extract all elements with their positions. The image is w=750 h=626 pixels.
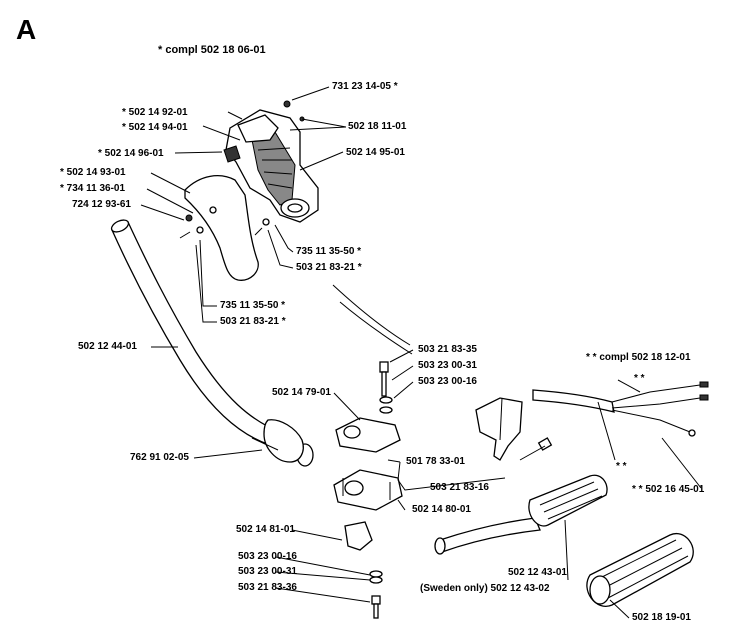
handle-clip [475,397,553,461]
label-star-star-mid: * * [616,461,627,472]
leader-lines [140,86,702,619]
label-502-14-92-01: * 502 14 92-01 [122,107,188,118]
assembly-note: * compl 502 18 06-01 [158,44,266,56]
label-735-11-35-50-b: 735 11 35-50 * [220,300,286,311]
label-502-16-45-01: * * 502 16 45-01 [632,484,705,495]
label-503-21-83-35: 503 21 83-35 [418,344,477,355]
label-502-18-11-01: 502 18 11-01 [348,121,407,132]
cable-tube [532,381,709,437]
bolt-center [379,361,393,414]
label-502-14-94-01: * 502 14 94-01 [122,122,188,133]
label-762-91-02-05: 762 91 02-05 [130,452,189,463]
label-502-18-12-01: * * compl 502 18 12-01 [586,352,691,363]
throttle-handle-housing [179,100,319,281]
label-731-23-14-05: 731 23 14-05 * [332,81,398,92]
label-734-11-36-01: * 734 11 36-01 [60,183,126,194]
clamp-halves [333,417,403,511]
label-502-14-80-01: 502 14 80-01 [412,504,471,515]
label-501-78-33-01: 501 78 33-01 [406,456,465,467]
label-503-23-00-31-b: 503 23 00-31 [238,566,297,577]
label-503-23-00-31-a: 503 23 00-31 [418,360,477,371]
label-502-14-96-01: * 502 14 96-01 [98,148,164,159]
label-502-14-95-01: 502 14 95-01 [346,147,405,158]
label-503-23-00-16-b: 503 23 00-16 [238,551,297,562]
label-star-star-top: * * [634,373,645,384]
label-502-14-93-01: * 502 14 93-01 [60,167,126,178]
label-502-14-81-01: 502 14 81-01 [236,524,295,535]
label-503-21-83-16: 503 21 83-16 [430,482,489,493]
grip-right [586,532,694,607]
label-502-12-43-02: (Sweden only) 502 12 43-02 [420,583,550,594]
label-503-21-83-21-b: 503 21 83-21 * [220,316,286,327]
label-724-12-93-61: 724 12 93-61 [72,199,131,210]
grip-left [434,474,608,555]
lower-clamp [344,521,383,619]
section-letter: A [16,14,37,45]
label-503-21-83-21-a: 503 21 83-21 * [296,262,362,273]
handle-tube [110,219,314,467]
label-502-18-19-01: 502 18 19-01 [632,612,691,623]
label-502-12-44-01: 502 12 44-01 [78,341,137,352]
label-502-14-79-01: 502 14 79-01 [272,387,331,398]
label-503-21-83-36: 503 21 83-36 [238,582,297,593]
label-503-23-00-16-a: 503 23 00-16 [418,376,477,387]
label-735-11-35-50-a: 735 11 35-50 * [296,246,362,257]
label-502-12-43-01: 502 12 43-01 [508,567,567,578]
